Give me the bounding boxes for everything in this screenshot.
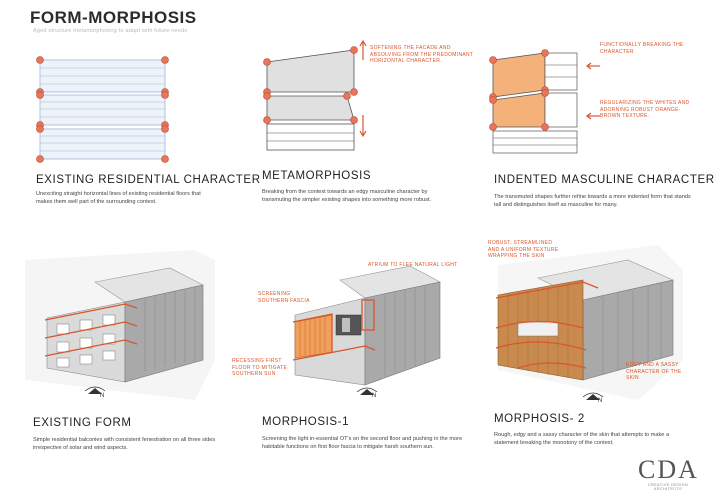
north-label: N (372, 393, 376, 399)
logo-mark: CDA (638, 455, 698, 485)
panel-heading: INDENTED MASCULINE CHARACTER (494, 174, 715, 186)
building-existing-form (25, 250, 215, 400)
page-subtitle: Aged structure metamorphosing to adapt w… (33, 28, 187, 34)
cda-logo: CDA CREATIVE DESIGN ARCHITECTS (638, 455, 698, 491)
panel-heading: EXISTING RESIDENTIAL CHARACTER (36, 174, 261, 186)
annotation-breaking: FUNCTIONALLY BREAKING THE CHARACTER (600, 42, 685, 55)
annotation-regularizing: REGULARIZING THE WHITES AND ADORNING ROB… (600, 100, 700, 120)
annotation-atrium: ATRIUM TO FLEE NATURAL LIGHT (368, 262, 458, 269)
annotation-softening: SOFTENING THE FACADE AND ABSOLVING FROM … (370, 45, 480, 65)
panel-heading: MORPHOSIS-1 (262, 416, 349, 428)
panel-heading: METAMORPHOSIS (262, 170, 371, 182)
annotation-screening: SCREENING SOUTHERN FASCIA (258, 291, 318, 304)
panel-description: Screening the light in-essential OT's on… (262, 436, 467, 451)
diagram-metamorphosis (262, 40, 372, 155)
building-morphosis-1 (250, 260, 450, 400)
panel-description: Breaking from the context towards an edg… (262, 189, 457, 204)
panel-heading: MORPHOSIS- 2 (494, 413, 585, 425)
annotation-recessing: RECESSING FIRST FLOOR TO MITIGATE SOUTHE… (232, 358, 302, 378)
panel-description: The transmuted shapes further refine tow… (494, 194, 699, 209)
panel-heading: EXISTING FORM (33, 417, 132, 429)
annotation-edgy: EDGY AND A SASSY CHARACTER OF THE SKIN (626, 362, 696, 382)
arrow-left-icon (586, 112, 600, 120)
diagram-indented-character (485, 45, 585, 155)
arrow-left-icon (586, 62, 600, 70)
annotation-robust: ROBUST, STREAMLINED AND A UNIFORM TEXTUR… (488, 240, 563, 260)
north-label: N (100, 393, 104, 399)
panel-description: Unexciting straight horizontal lines of … (36, 191, 211, 206)
panel-description: Simple residential balconies with consis… (33, 437, 238, 452)
diagram-existing-character (30, 50, 180, 160)
panel-description: Rough, edgy and a sassy character of the… (494, 432, 694, 447)
north-label: N (598, 398, 602, 404)
page-title: FORM-MORPHOSIS (30, 8, 197, 28)
